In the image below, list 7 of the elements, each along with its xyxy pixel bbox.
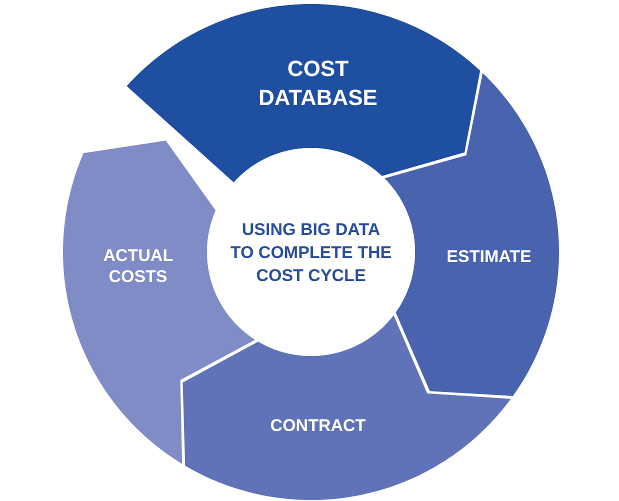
arrow-segment xyxy=(182,315,511,500)
segment-label: COST DATABASE xyxy=(258,55,378,112)
segment-label: ACTUAL COSTS xyxy=(103,245,173,287)
segment-label: CONTRACT xyxy=(270,415,366,437)
segment-label: ESTIMATE xyxy=(446,246,532,268)
arrow-segment xyxy=(126,4,481,183)
center-label: USING BIG DATA TO COMPLETE THE COST CYCLE xyxy=(230,218,392,286)
